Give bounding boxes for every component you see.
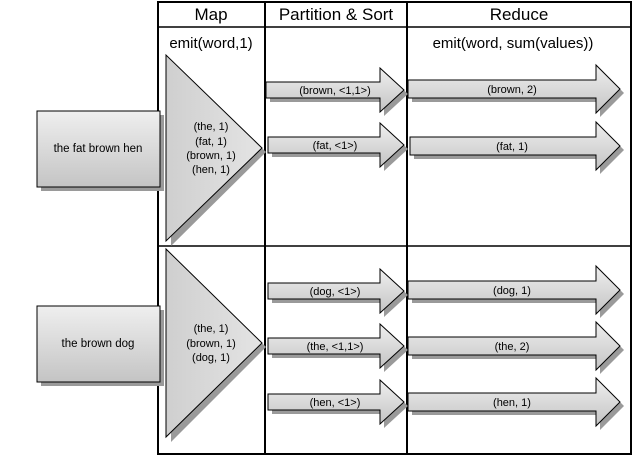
- table-border: [157, 1, 632, 455]
- partition-arrow-5: (hen, <1>): [267, 378, 408, 428]
- table-grid: [157, 1, 632, 455]
- reduce-label-4: (the, 2): [495, 341, 530, 353]
- map-triangle-2: (the, 1) (brown, 1) (dog, 1): [165, 247, 266, 442]
- column-header-map: Map: [194, 5, 227, 24]
- partition-label-2: (fat, <1>): [313, 140, 358, 152]
- map-output-1-2: (fat, 1): [195, 136, 227, 148]
- partition-label-3: (dog, <1>): [310, 286, 361, 298]
- input-text-1: the fat brown hen: [54, 143, 143, 155]
- input-box-1: the fat brown hen: [36, 110, 164, 191]
- map-output-2-3: (dog, 1): [192, 352, 230, 364]
- reduce-arrow-5: (hen, 1): [407, 376, 624, 430]
- reduce-label-3: (dog, 1): [493, 285, 531, 297]
- map-output-1-1: (the, 1): [194, 121, 229, 133]
- map-output-2-2: (brown, 1): [186, 338, 236, 350]
- partition-arrow-2: (fat, <1>): [267, 121, 408, 171]
- reduce-arrow-1: (brown, 2): [407, 63, 624, 117]
- input-text-2: the brown dog: [62, 338, 135, 350]
- map-triangle-1: (the, 1) (fat, 1) (brown, 1) (hen, 1): [165, 53, 266, 246]
- reduce-arrow-2: (fat, 1): [409, 120, 624, 174]
- partition-label-4: (the, <1,1>): [307, 341, 364, 353]
- map-formula: emit(word,1): [169, 35, 252, 52]
- column-header-partition: Partition & Sort: [279, 5, 394, 24]
- map-output-2-1: (the, 1): [194, 323, 229, 335]
- reduce-arrow-3: (dog, 1): [407, 264, 624, 318]
- partition-arrow-3: (dog, <1>): [267, 267, 408, 317]
- reduce-label-2: (fat, 1): [496, 141, 528, 153]
- partition-label-5: (hen, <1>): [310, 397, 361, 409]
- partition-arrow-4: (the, <1,1>): [267, 322, 408, 372]
- map-output-1-3: (brown, 1): [186, 150, 236, 162]
- input-box-2: the brown dog: [36, 305, 164, 386]
- reduce-label-5: (hen, 1): [493, 397, 531, 409]
- partition-arrow-1: (brown, <1,1>): [265, 66, 408, 116]
- column-header-reduce: Reduce: [490, 5, 549, 24]
- map-output-1-4: (hen, 1): [192, 164, 230, 176]
- partition-label-1: (brown, <1,1>): [299, 85, 371, 97]
- reduce-label-1: (brown, 2): [487, 84, 537, 96]
- reduce-formula: emit(word, sum(values)): [433, 35, 594, 52]
- reduce-arrow-4: (the, 2): [407, 320, 624, 374]
